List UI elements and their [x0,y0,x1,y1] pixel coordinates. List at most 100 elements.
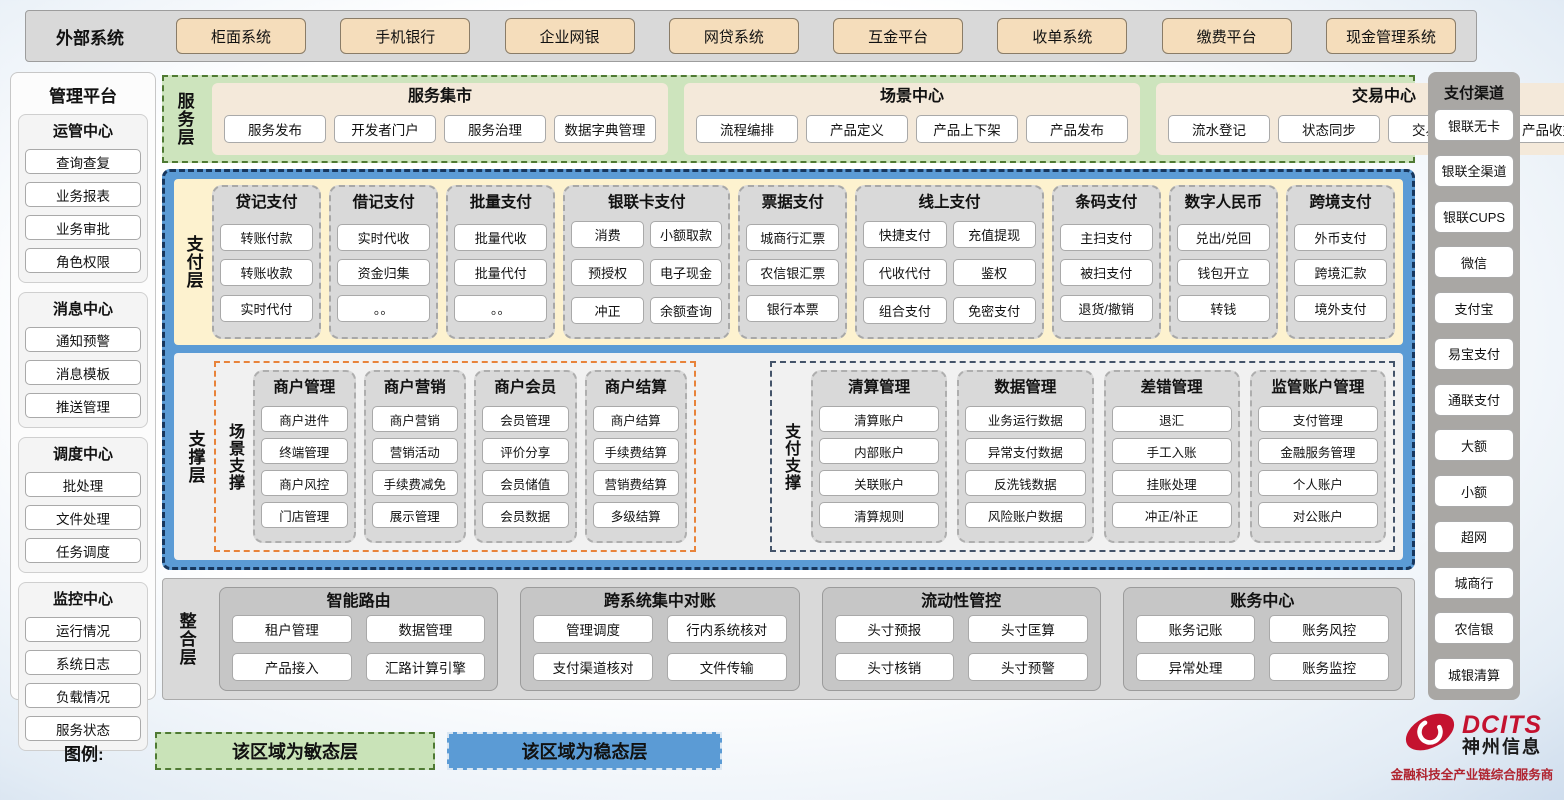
service-item-button[interactable]: 服务治理 [444,114,546,143]
integration-item-button[interactable]: 租户管理 [232,615,352,643]
service-item-button[interactable]: 产品发布 [1026,114,1128,143]
payment-item-button[interactable]: 兑出/兑回 [1176,223,1270,251]
support-item-button[interactable]: 会员数据 [482,502,569,528]
payment-channel-button[interactable]: 城商行 [1434,566,1514,599]
support-item-button[interactable]: 挂账处理 [1111,470,1232,496]
payment-item-button[interactable]: 境外支付 [1293,294,1388,322]
integration-item-button[interactable]: 文件传输 [666,653,787,681]
integration-item-button[interactable]: 行内系统核对 [666,615,787,643]
support-item-button[interactable]: 个人账户 [1257,470,1378,496]
external-system-button[interactable]: 企业网银 [504,18,635,54]
payment-channel-button[interactable]: 支付宝 [1434,292,1514,324]
integration-item-button[interactable]: 异常处理 [1135,653,1256,681]
support-item-button[interactable]: 评价分享 [482,438,569,464]
service-item-button[interactable]: 流水登记 [1168,114,1270,143]
payment-channel-button[interactable]: 农信银 [1434,612,1514,645]
management-item-button[interactable]: 推送管理 [25,393,141,418]
support-item-button[interactable]: 手续费结算 [592,438,679,464]
support-item-button[interactable]: 展示管理 [371,502,458,528]
support-item-button[interactable]: 会员储值 [482,470,569,496]
payment-item-button[interactable]: 实时代付 [220,294,314,322]
support-item-button[interactable]: 多级结算 [592,502,679,528]
payment-channel-button[interactable]: 超网 [1434,520,1514,553]
payment-channel-button[interactable]: 小额 [1434,475,1514,507]
payment-item-button[interactable]: 主扫支付 [1059,223,1153,251]
support-item-button[interactable]: 异常支付数据 [965,438,1086,464]
integration-item-button[interactable]: 管理调度 [533,615,653,643]
payment-item-button[interactable]: 跨境汇款 [1293,259,1388,286]
payment-channel-button[interactable]: 银联CUPS [1434,200,1514,233]
integration-item-button[interactable]: 头寸预报 [834,615,955,643]
integration-item-button[interactable]: 账务监控 [1269,653,1389,681]
external-system-button[interactable]: 手机银行 [340,18,471,54]
support-item-button[interactable]: 手工入账 [1111,438,1232,464]
payment-item-button[interactable]: 转钱 [1176,294,1270,322]
payment-item-button[interactable]: 转账收款 [220,259,314,286]
support-item-button[interactable]: 退汇 [1111,406,1232,432]
payment-item-button[interactable]: 快捷支付 [863,220,947,248]
support-item-button[interactable]: 风险账户数据 [965,502,1086,528]
payment-item-button[interactable]: 余额查询 [649,297,723,325]
support-item-button[interactable]: 营销活动 [371,438,458,464]
payment-item-button[interactable]: 组合支付 [863,297,947,325]
external-system-button[interactable]: 现金管理系统 [1325,18,1456,54]
service-item-button[interactable]: 产品定义 [806,114,908,143]
support-item-button[interactable]: 商户风控 [261,470,348,496]
management-item-button[interactable]: 角色权限 [25,248,141,273]
payment-item-button[interactable]: 被扫支付 [1059,259,1153,286]
payment-item-button[interactable]: 钱包开立 [1176,259,1270,286]
external-system-button[interactable]: 互金平台 [833,18,964,54]
payment-channel-button[interactable]: 银联全渠道 [1434,154,1514,187]
integration-item-button[interactable]: 头寸预警 [968,653,1088,681]
support-item-button[interactable]: 内部账户 [819,438,940,464]
management-item-button[interactable]: 负载情况 [25,683,141,708]
payment-item-button[interactable]: 充值提现 [952,220,1036,248]
service-item-button[interactable]: 服务发布 [224,114,326,143]
management-item-button[interactable]: 文件处理 [25,505,141,530]
payment-item-button[interactable]: 批量代付 [454,259,548,286]
support-item-button[interactable]: 商户进件 [261,406,348,432]
service-item-button[interactable]: 数据字典管理 [554,114,656,143]
support-item-button[interactable]: 清算规则 [819,502,940,528]
management-item-button[interactable]: 消息模板 [25,360,141,385]
payment-item-button[interactable]: 外币支付 [1293,223,1388,251]
payment-item-button[interactable]: 转账付款 [220,223,314,251]
support-item-button[interactable]: 手续费减免 [371,470,458,496]
management-item-button[interactable]: 批处理 [25,472,141,497]
support-item-button[interactable]: 支付管理 [1257,406,1378,432]
support-item-button[interactable]: 对公账户 [1257,502,1378,528]
payment-item-button[interactable]: 银行本票 [746,294,840,322]
management-item-button[interactable]: 业务审批 [25,215,141,240]
payment-item-button[interactable]: 实时代收 [337,223,431,251]
management-item-button[interactable]: 服务状态 [25,716,141,741]
support-item-button[interactable]: 门店管理 [261,502,348,528]
support-item-button[interactable]: 清算账户 [819,406,940,432]
management-item-button[interactable]: 通知预警 [25,327,141,352]
support-item-button[interactable]: 终端管理 [261,438,348,464]
management-item-button[interactable]: 运行情况 [25,617,141,642]
payment-item-button[interactable]: 。。 [337,294,431,322]
payment-channel-button[interactable]: 易宝支付 [1434,337,1514,370]
external-system-button[interactable]: 网贷系统 [668,18,799,54]
integration-item-button[interactable]: 头寸核销 [834,653,955,681]
payment-item-button[interactable]: 冲正 [571,297,644,325]
integration-item-button[interactable]: 头寸匡算 [968,615,1088,643]
payment-channel-button[interactable]: 大额 [1434,429,1514,462]
payment-channel-button[interactable]: 通联支付 [1434,383,1514,416]
service-item-button[interactable]: 开发者门户 [334,114,436,143]
payment-item-button[interactable]: 预授权 [571,258,644,286]
payment-item-button[interactable]: 小额取款 [649,220,723,248]
support-item-button[interactable]: 业务运行数据 [965,406,1086,432]
integration-item-button[interactable]: 账务风控 [1269,615,1389,643]
payment-item-button[interactable]: 消费 [571,220,644,248]
management-item-button[interactable]: 系统日志 [25,650,141,675]
payment-item-button[interactable]: 资金归集 [337,259,431,286]
payment-channel-button[interactable]: 微信 [1434,246,1514,279]
support-item-button[interactable]: 商户结算 [592,406,679,432]
support-item-button[interactable]: 会员管理 [482,406,569,432]
service-item-button[interactable]: 产品上下架 [916,114,1018,143]
integration-item-button[interactable]: 账务记账 [1135,615,1256,643]
support-item-button[interactable]: 关联账户 [819,470,940,496]
integration-item-button[interactable]: 支付渠道核对 [533,653,653,681]
external-system-button[interactable]: 收单系统 [997,18,1128,54]
